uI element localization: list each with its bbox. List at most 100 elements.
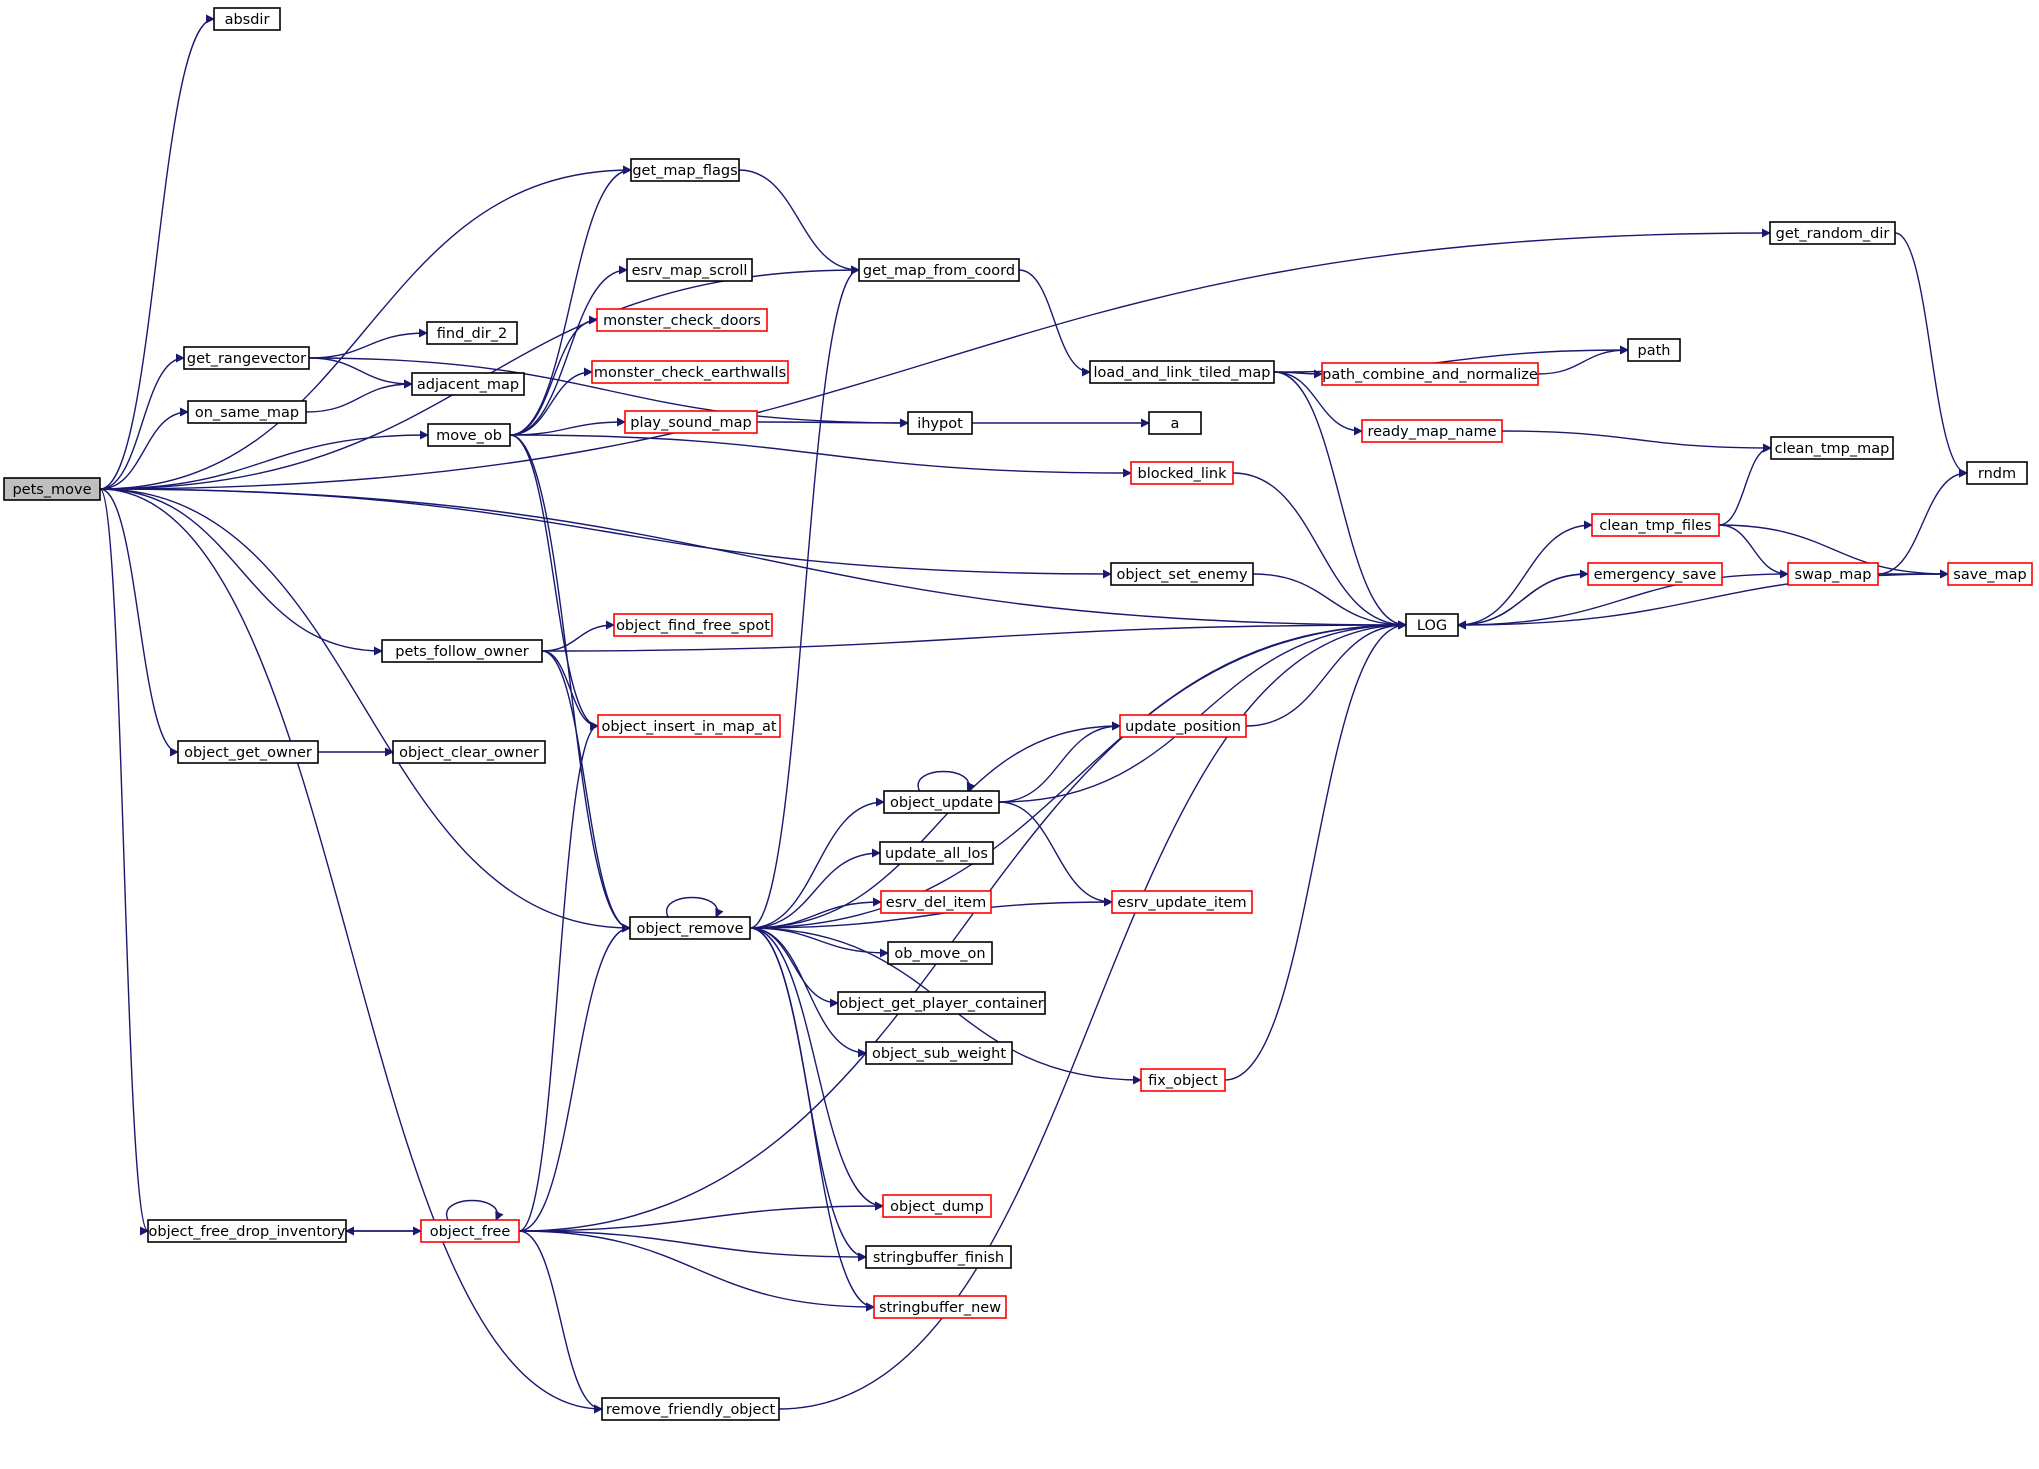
node-box-move_ob[interactable]: [427, 423, 511, 447]
node-box-pets_follow_owner[interactable]: [381, 639, 543, 663]
node-box-a[interactable]: [1148, 411, 1202, 435]
node-blocked_link[interactable]: blocked_link: [1130, 461, 1234, 485]
node-esrv_update_item[interactable]: esrv_update_item: [1111, 890, 1253, 914]
node-load_and_link_tiled_map[interactable]: load_and_link_tiled_map: [1089, 360, 1275, 384]
node-box-get_random_dir[interactable]: [1769, 221, 1896, 245]
node-object_free_drop_inventory[interactable]: object_free_drop_inventory: [147, 1219, 347, 1243]
node-box-emergency_save[interactable]: [1587, 562, 1723, 586]
node-stringbuffer_new[interactable]: stringbuffer_new: [873, 1295, 1007, 1319]
node-path[interactable]: path: [1627, 338, 1681, 362]
node-box-play_sound_map[interactable]: [624, 410, 758, 434]
node-box-absdir[interactable]: [213, 7, 281, 31]
node-box-clean_tmp_map[interactable]: [1770, 436, 1894, 460]
node-box-on_same_map[interactable]: [187, 400, 307, 424]
node-esrv_map_scroll[interactable]: esrv_map_scroll: [626, 258, 753, 282]
node-box-blocked_link[interactable]: [1130, 461, 1234, 485]
node-box-object_free[interactable]: [420, 1219, 520, 1243]
node-box-update_position[interactable]: [1119, 714, 1247, 738]
node-get_random_dir[interactable]: get_random_dir: [1769, 221, 1896, 245]
node-box-get_map_flags[interactable]: [630, 158, 740, 182]
node-esrv_del_item[interactable]: esrv_del_item: [880, 890, 992, 914]
node-box-ob_move_on[interactable]: [887, 941, 993, 965]
node-swap_map[interactable]: swap_map: [1787, 562, 1879, 586]
node-object_set_enemy[interactable]: object_set_enemy: [1110, 562, 1254, 586]
node-box-esrv_update_item[interactable]: [1111, 890, 1253, 914]
node-box-LOG[interactable]: [1405, 613, 1459, 637]
node-get_map_flags[interactable]: get_map_flags: [630, 158, 740, 182]
node-move_ob[interactable]: move_ob: [427, 423, 511, 447]
node-get_map_from_coord[interactable]: get_map_from_coord: [858, 258, 1020, 282]
node-object_remove[interactable]: object_remove: [629, 916, 751, 940]
node-box-object_remove[interactable]: [629, 916, 751, 940]
node-object_clear_owner[interactable]: object_clear_owner: [392, 740, 546, 764]
node-box-rndm[interactable]: [1966, 461, 2028, 485]
node-box-object_update[interactable]: [883, 790, 1000, 814]
node-stringbuffer_finish[interactable]: stringbuffer_finish: [865, 1245, 1012, 1269]
node-box-adjacent_map[interactable]: [411, 372, 525, 396]
node-fix_object[interactable]: fix_object: [1140, 1068, 1226, 1092]
node-box-update_all_los[interactable]: [879, 841, 994, 865]
node-box-get_map_from_coord[interactable]: [858, 258, 1020, 282]
node-monster_check_earthwalls[interactable]: monster_check_earthwalls: [591, 360, 789, 384]
node-box-remove_friendly_object[interactable]: [601, 1397, 780, 1421]
node-object_insert_in_map_at[interactable]: object_insert_in_map_at: [597, 714, 781, 738]
node-monster_check_doors[interactable]: monster_check_doors: [596, 308, 768, 332]
node-box-monster_check_doors[interactable]: [596, 308, 768, 332]
node-box-object_get_player_container[interactable]: [837, 991, 1046, 1015]
node-adjacent_map[interactable]: adjacent_map: [411, 372, 525, 396]
node-path_combine_and_normalize[interactable]: path_combine_and_normalize: [1321, 362, 1539, 386]
node-box-ready_map_name[interactable]: [1361, 419, 1503, 443]
node-box-stringbuffer_new[interactable]: [873, 1295, 1007, 1319]
node-box-fix_object[interactable]: [1140, 1068, 1226, 1092]
node-box-object_free_drop_inventory[interactable]: [147, 1219, 347, 1243]
node-save_map[interactable]: save_map: [1947, 562, 2033, 586]
node-on_same_map[interactable]: on_same_map: [187, 400, 307, 424]
node-emergency_save[interactable]: emergency_save: [1587, 562, 1723, 586]
node-box-swap_map[interactable]: [1787, 562, 1879, 586]
node-object_free[interactable]: object_free: [420, 1219, 520, 1243]
node-box-stringbuffer_finish[interactable]: [865, 1245, 1012, 1269]
node-box-object_insert_in_map_at[interactable]: [597, 714, 781, 738]
node-box-find_dir_2[interactable]: [426, 321, 518, 345]
node-object_sub_weight[interactable]: object_sub_weight: [865, 1041, 1013, 1065]
node-play_sound_map[interactable]: play_sound_map: [624, 410, 758, 434]
node-box-path_combine_and_normalize[interactable]: [1321, 362, 1539, 386]
node-box-pets_move[interactable]: [3, 477, 101, 501]
node-box-esrv_del_item[interactable]: [880, 890, 992, 914]
node-box-object_get_owner[interactable]: [177, 740, 319, 764]
node-object_update[interactable]: object_update: [883, 790, 1000, 814]
node-box-esrv_map_scroll[interactable]: [626, 258, 753, 282]
node-box-load_and_link_tiled_map[interactable]: [1089, 360, 1275, 384]
node-absdir[interactable]: absdir: [213, 7, 281, 31]
node-LOG[interactable]: LOG: [1405, 613, 1459, 637]
node-ihypot[interactable]: ihypot: [907, 411, 973, 435]
node-clean_tmp_map[interactable]: clean_tmp_map: [1770, 436, 1894, 460]
node-pets_follow_owner[interactable]: pets_follow_owner: [381, 639, 543, 663]
node-object_get_player_container[interactable]: object_get_player_container: [837, 991, 1046, 1015]
node-box-monster_check_earthwalls[interactable]: [591, 360, 789, 384]
node-object_get_owner[interactable]: object_get_owner: [177, 740, 319, 764]
node-box-object_find_free_spot[interactable]: [613, 613, 773, 637]
node-object_find_free_spot[interactable]: object_find_free_spot: [613, 613, 773, 637]
node-rndm[interactable]: rndm: [1966, 461, 2028, 485]
node-update_position[interactable]: update_position: [1119, 714, 1247, 738]
node-remove_friendly_object[interactable]: remove_friendly_object: [601, 1397, 780, 1421]
node-box-path[interactable]: [1627, 338, 1681, 362]
node-pets_move[interactable]: pets_move: [3, 477, 101, 501]
node-box-object_dump[interactable]: [882, 1194, 992, 1218]
node-object_dump[interactable]: object_dump: [882, 1194, 992, 1218]
node-ready_map_name[interactable]: ready_map_name: [1361, 419, 1503, 443]
node-box-ihypot[interactable]: [907, 411, 973, 435]
node-box-object_clear_owner[interactable]: [392, 740, 546, 764]
node-box-get_rangevector[interactable]: [183, 346, 310, 370]
node-find_dir_2[interactable]: find_dir_2: [426, 321, 518, 345]
node-box-object_set_enemy[interactable]: [1110, 562, 1254, 586]
node-box-clean_tmp_files[interactable]: [1591, 513, 1720, 537]
node-a[interactable]: a: [1148, 411, 1202, 435]
node-box-object_sub_weight[interactable]: [865, 1041, 1013, 1065]
node-clean_tmp_files[interactable]: clean_tmp_files: [1591, 513, 1720, 537]
node-get_rangevector[interactable]: get_rangevector: [183, 346, 310, 370]
node-box-save_map[interactable]: [1947, 562, 2033, 586]
node-update_all_los[interactable]: update_all_los: [879, 841, 994, 865]
node-ob_move_on[interactable]: ob_move_on: [887, 941, 993, 965]
